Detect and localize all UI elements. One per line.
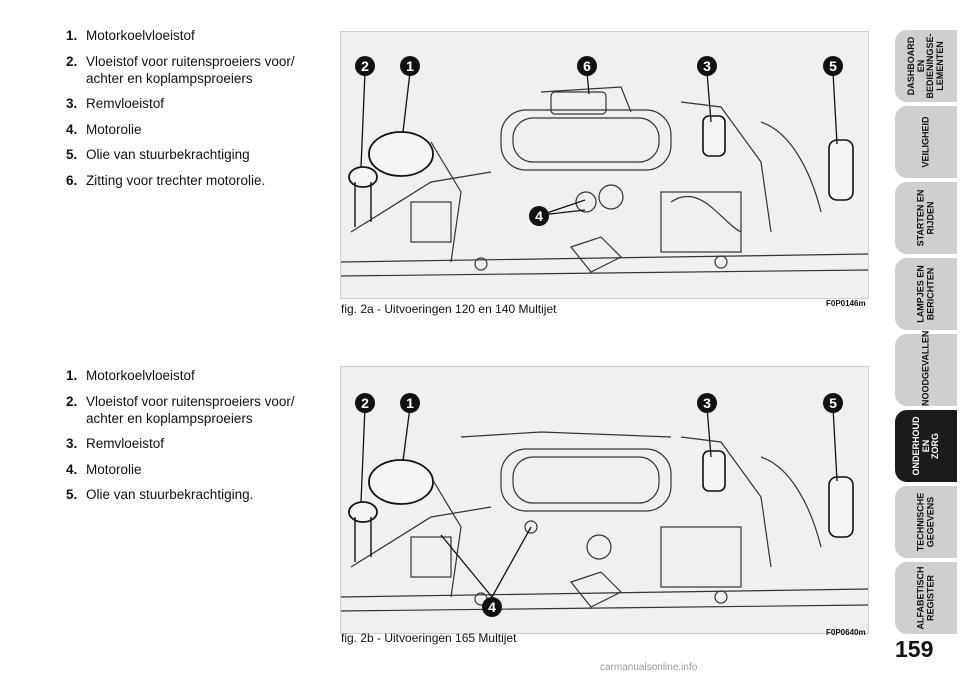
- marker-4: 4: [482, 597, 502, 617]
- list-item: 5.Olie van stuurbekrachtiging: [66, 147, 250, 162]
- legend-list-2: 1.Motorkoelvloeistof 2.Vloeistof voor ru…: [66, 367, 316, 512]
- marker-4: 4: [529, 206, 549, 226]
- tab-noodgevallen[interactable]: NOODGEVALLEN: [895, 331, 957, 406]
- engine-bay-figure-1: 2 1 6 3 5 4: [340, 31, 869, 299]
- list-item: 3.Remvloeistof: [66, 96, 165, 111]
- marker-5: 5: [823, 56, 843, 76]
- figure-code-2: F0P0640m: [826, 628, 866, 637]
- list-item: 4.Motorolie: [66, 121, 142, 137]
- tab-lampjes[interactable]: LAMPJES EN BERICHTEN: [895, 258, 957, 330]
- watermark-footer: carmanualsonline.info: [600, 662, 698, 673]
- figure-caption-2: fig. 2b - Uitvoeringen 165 Multijet: [341, 631, 517, 645]
- marker-6: 6: [577, 56, 597, 76]
- tab-technische[interactable]: TECHNISCHE GEGEVENS: [895, 486, 957, 558]
- list-item: 1.Motorkoelvloeistof: [66, 28, 195, 43]
- tab-veiligheid[interactable]: VEILIGHEID: [895, 106, 957, 178]
- list-item: 3.Remvloeistof: [66, 436, 165, 451]
- marker-2: 2: [355, 56, 375, 76]
- list-item: 2.Vloeistof voor ruitensproeiers voor/ a…: [66, 53, 295, 86]
- page-number: 159: [895, 636, 934, 662]
- figure-caption-1: fig. 2a - Uitvoeringen 120 en 140 Multij…: [341, 302, 557, 316]
- tab-register[interactable]: ALFABETISCH REGISTER: [895, 562, 957, 634]
- marker-5: 5: [823, 393, 843, 413]
- list-item: 5.Olie van stuurbekrachtiging.: [66, 487, 254, 502]
- list-item: 6.Zitting voor trechter motorolie.: [66, 172, 266, 188]
- figure-code-1: F0P0146m: [826, 299, 866, 308]
- engine-bay-illustration: [341, 32, 868, 298]
- legend-list-1: 1.Motorkoelvloeistof 2.Vloeistof voor ru…: [66, 27, 316, 197]
- marker-1: 1: [400, 56, 420, 76]
- list-item: 2.Vloeistof voor ruitensproeiers voor/ a…: [66, 393, 295, 426]
- marker-3: 3: [697, 393, 717, 413]
- marker-3: 3: [697, 56, 717, 76]
- tab-starten[interactable]: STARTEN EN RIJDEN: [895, 182, 957, 254]
- list-item: 4.Motorolie: [66, 461, 142, 477]
- marker-2: 2: [355, 393, 375, 413]
- engine-bay-illustration: [341, 367, 868, 633]
- tab-onderhoud[interactable]: ONDERHOUD EN ZORG: [895, 410, 957, 482]
- engine-bay-figure-2: 2 1 3 5 4: [340, 366, 869, 634]
- list-item: 1.Motorkoelvloeistof: [66, 368, 195, 383]
- tab-dashboard[interactable]: DASHBOARD EN BEDIENINGSE- LEMENTEN: [895, 30, 957, 102]
- marker-1: 1: [400, 393, 420, 413]
